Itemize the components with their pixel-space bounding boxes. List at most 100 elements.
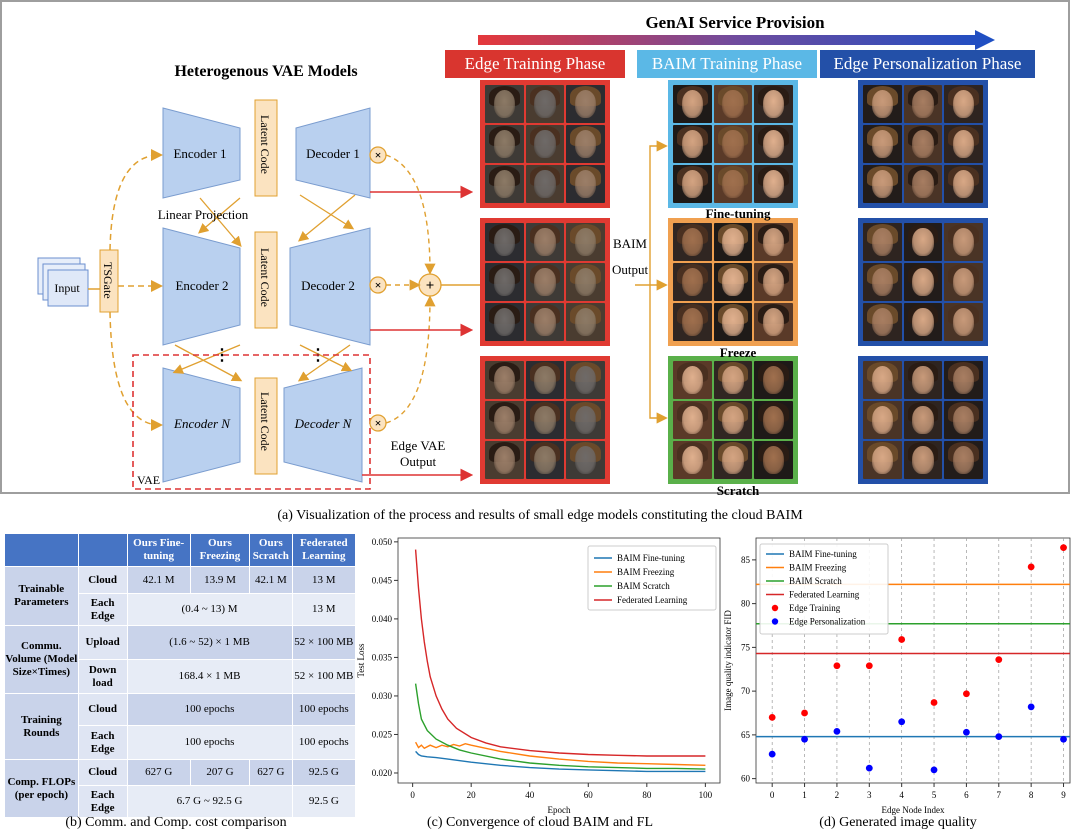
- encoder-n-block: [162, 367, 241, 483]
- point-edge-training: [833, 662, 841, 670]
- encoder-2-block: [162, 227, 241, 346]
- face-grid: [858, 80, 988, 208]
- point-edge-personalization: [898, 718, 906, 726]
- svg-text:×: ×: [375, 416, 382, 430]
- face-thumbnail: [863, 263, 902, 301]
- vae-label: VAE: [137, 473, 160, 487]
- decoder-2-label: Decoder 2: [301, 278, 355, 293]
- point-edge-training: [995, 656, 1003, 664]
- legend-label: Edge Personalization: [789, 617, 866, 627]
- face-thumbnail: [485, 361, 524, 399]
- x-tick-label: 60: [584, 790, 594, 800]
- face-thumbnail: [673, 223, 712, 261]
- face-thumbnail: [713, 263, 753, 301]
- face-grid: [480, 218, 610, 346]
- cell: 6.7 G ~ 92.5 G: [126, 785, 293, 818]
- face-thumbnail: [944, 85, 983, 123]
- encoder-2-label: Encoder 2: [175, 278, 228, 293]
- x-tick-label: 1: [802, 790, 807, 800]
- point-edge-personalization: [1060, 735, 1067, 743]
- x-tick-label: 4: [899, 790, 904, 800]
- tsgate-box: [99, 249, 119, 313]
- face-thumbnail: [754, 223, 793, 261]
- face-thumbnail: [485, 263, 524, 301]
- decoder-n-block: [283, 367, 363, 483]
- face-thumbnail: [903, 303, 943, 341]
- point-edge-training: [1027, 563, 1035, 571]
- face-thumbnail: [903, 85, 943, 123]
- cell: (0.4 ~ 13) M: [126, 593, 293, 626]
- cell: 42.1 M: [126, 566, 191, 594]
- face-thumbnail: [525, 441, 565, 479]
- face-thumbnail: [713, 303, 753, 341]
- svg-text:×: ×: [375, 148, 382, 162]
- series-line-federated-learning: [414, 549, 706, 757]
- face-thumbnail: [525, 85, 565, 123]
- legend-label: BAIM Scratch: [789, 576, 842, 586]
- input-label: Input: [54, 281, 80, 295]
- label-scratch: Scratch: [716, 483, 760, 498]
- decoder-2-block: [289, 227, 371, 346]
- face-thumbnail: [754, 125, 793, 163]
- face-thumbnail: [754, 361, 793, 399]
- legend-box: [759, 543, 889, 635]
- cell: 627 G: [249, 759, 293, 786]
- face-thumbnail: [713, 441, 753, 479]
- caption-c: (c) Convergence of cloud BAIM and FL: [426, 815, 654, 830]
- row-trainable: Trainable Parameters: [4, 566, 79, 626]
- label-freeze: Freeze: [719, 345, 757, 360]
- x-axis-label: Epoch: [548, 805, 571, 815]
- face-thumbnail: [673, 441, 712, 479]
- y-tick-label: 0.020: [372, 768, 393, 778]
- face-thumbnail: [566, 401, 605, 439]
- header-fine-tuning: Ours Fine-tuning: [126, 533, 191, 567]
- face-thumbnail: [713, 125, 753, 163]
- label-download: Down load: [77, 659, 128, 694]
- face-thumbnail: [566, 85, 605, 123]
- face-thumbnail: [754, 303, 793, 341]
- point-edge-training: [865, 662, 873, 670]
- face-thumbnail: [566, 263, 605, 301]
- face-thumbnail: [754, 401, 793, 439]
- face-thumbnail: [485, 441, 524, 479]
- latent-code-2-label: Latent Code: [258, 248, 272, 307]
- face-thumbnail: [673, 303, 712, 341]
- table-corner: [4, 533, 79, 567]
- face-thumbnail: [525, 125, 565, 163]
- point-edge-training: [1060, 544, 1067, 552]
- phase-edge-personalization: Edge Personalization Phase: [820, 50, 1035, 78]
- cell: (1.6 ~ 52) × 1 MB: [126, 625, 293, 660]
- point-edge-personalization: [930, 766, 938, 774]
- x-tick-label: 100: [699, 790, 713, 800]
- legend-swatch: [771, 604, 779, 612]
- encoder-1-label: Encoder 1: [173, 146, 226, 161]
- face-thumbnail: [903, 223, 943, 261]
- face-thumbnail: [903, 165, 943, 203]
- cell: 92.5 G: [291, 785, 357, 818]
- svg-text:+: +: [426, 278, 435, 294]
- label-each-edge: Each Edge: [77, 593, 128, 626]
- edge-vae-output-label-1: Edge VAE: [391, 438, 446, 453]
- x-tick-label: 5: [932, 790, 937, 800]
- cell: 100 epochs: [291, 725, 357, 760]
- face-thumbnail: [903, 125, 943, 163]
- face-thumbnail: [754, 165, 793, 203]
- phase-edge-training: Edge Training Phase: [445, 50, 625, 78]
- face-thumbnail: [713, 401, 753, 439]
- series-line-baim-freezing: [414, 741, 706, 766]
- face-thumbnail: [566, 441, 605, 479]
- series-line-baim-scratch: [414, 683, 706, 770]
- face-thumbnail: [863, 401, 902, 439]
- label-upload: Upload: [77, 625, 128, 660]
- series-line-baim-fine-tuning: [415, 750, 706, 773]
- face-thumbnail: [863, 165, 902, 203]
- y-tick-label: 65: [741, 730, 751, 740]
- x-tick-label: 0: [410, 790, 415, 800]
- face-thumbnail: [525, 263, 565, 301]
- label-fine-tuning: Fine-tuning: [705, 206, 771, 221]
- cost-comparison-table: Ours Fine-tuning Ours Freezing Ours Scra…: [4, 533, 357, 818]
- face-thumbnail: [566, 361, 605, 399]
- row-training: Training Rounds: [4, 693, 79, 760]
- x-tick-label: 8: [1029, 790, 1034, 800]
- face-thumbnail: [944, 165, 983, 203]
